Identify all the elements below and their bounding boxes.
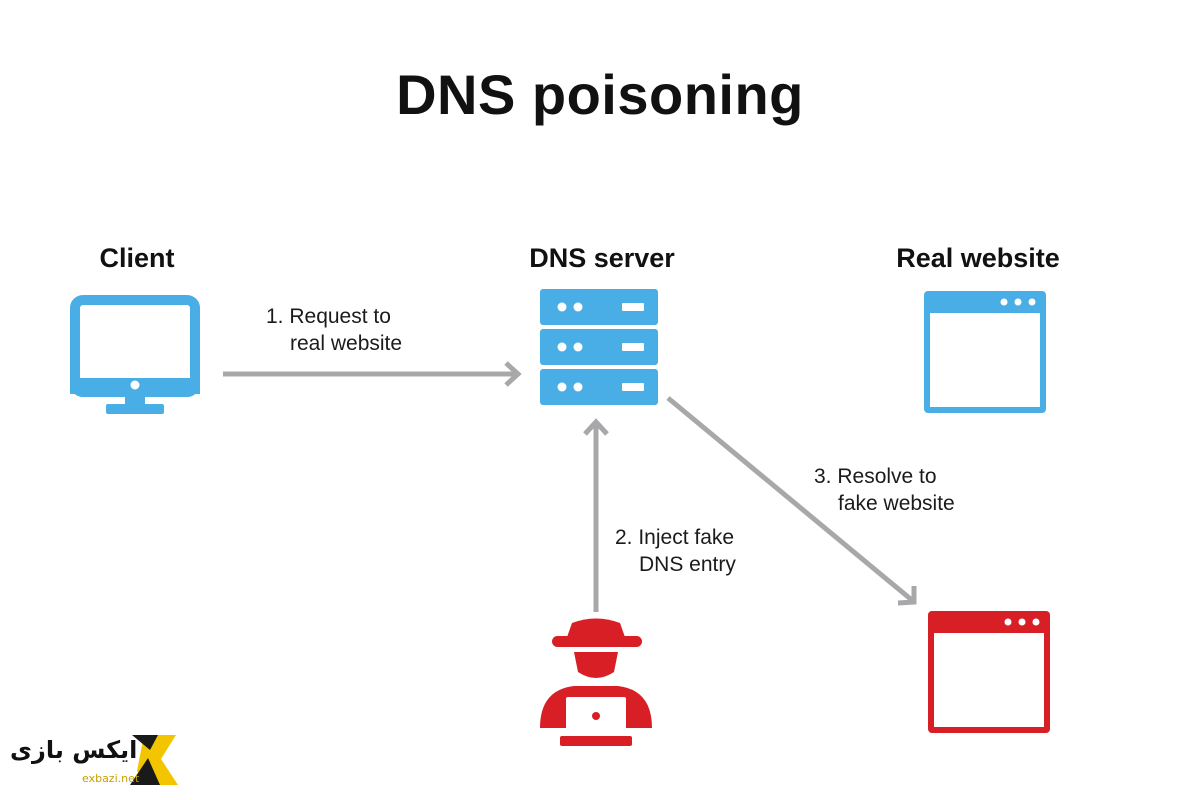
desktop-monitor-icon [70,295,200,414]
watermark-logo [130,735,178,785]
diagram-title: DNS poisoning [396,63,804,126]
server-rack-icon [540,289,658,405]
step-1-line-1: 1. Request to [266,305,391,328]
arrow-request [223,361,522,387]
arrow-inject [583,418,609,612]
fake-website-browser-icon [928,611,1050,733]
step-2-line-1: 2. Inject fake [615,526,735,549]
step-2-label: 2. Inject fake DNS entry [615,524,736,578]
step-1-label: 1. Request to real website [266,303,402,357]
watermark-domain: exbazi.net [82,772,140,785]
real-website-browser-icon [924,291,1046,413]
step-3-line-2: fake website [838,492,955,515]
step-1-line-2: real website [290,332,403,355]
arrow-resolve [666,396,917,606]
dns-server-label: DNS server [529,243,675,273]
client-label: Client [99,243,175,273]
step-3-label: 3. Resolve to fake website [814,463,955,517]
watermark-text: ایکس بازی [10,736,138,764]
step-2-line-2: DNS entry [639,553,736,576]
real-website-label: Real website [896,243,1060,273]
step-3-line-1: 3. Resolve to [814,465,937,488]
hacker-icon [540,618,652,746]
